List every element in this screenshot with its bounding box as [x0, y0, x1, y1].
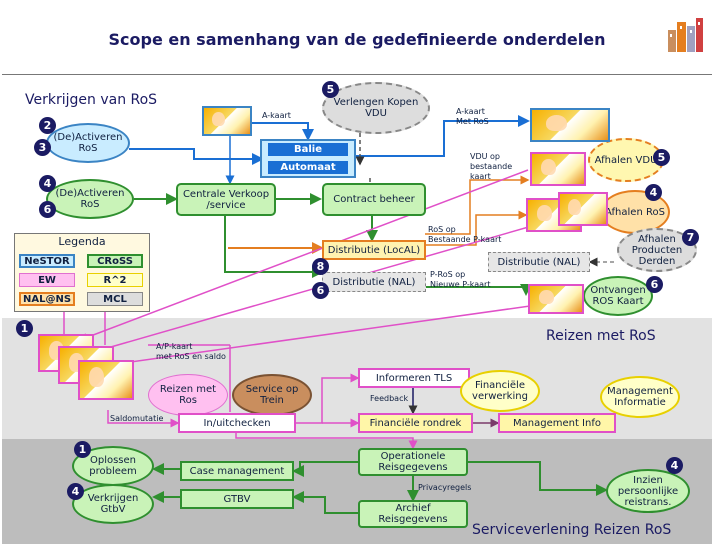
label-ros-op-2: Bestaande P-kaart: [428, 235, 502, 244]
node-distributie-nal-2: Distributie (NAL): [488, 252, 590, 272]
page-title: Scope en samenhang van de gedefinieerde …: [108, 30, 606, 49]
node-verkrijgen-gtbv: Verkrijgen GtbV: [72, 484, 154, 524]
node-verlengen: Verlengen Kopen VDU: [322, 82, 430, 134]
photo-akaart-ros: [530, 108, 610, 142]
badge-3: 3: [34, 139, 51, 156]
label-akaart: A-kaart: [262, 111, 291, 120]
node-distributie-local: Distributie (LocAL): [322, 240, 426, 260]
legend: Legenda NeSTOR CRoSS EW R^2 NAL@NS MCL: [14, 233, 150, 312]
city-logo-icon: [668, 18, 703, 52]
node-contract-beheer: Contract beheer: [322, 183, 426, 216]
badge-5-afhalen-vdu: 5: [653, 149, 670, 166]
node-financiele-verwerking: Financiële verwerking: [460, 370, 540, 412]
section-verkrijgen: Verkrijgen van RoS: [25, 92, 158, 108]
label-feedback: Feedback: [370, 394, 409, 403]
node-case-management: Case management: [180, 461, 294, 481]
badge-1-reizen: 1: [16, 320, 33, 337]
balie-label: Balie: [268, 143, 348, 156]
node-financiele-rondrek: Financiële rondrek: [358, 413, 473, 433]
badge-6-ontvangen: 6: [646, 276, 663, 293]
legend-item-cross: CRoSS: [87, 254, 143, 268]
badge-6-dist: 6: [312, 282, 329, 299]
photo-vdu: [530, 152, 586, 186]
node-activeren-1: (De)Activeren RoS: [46, 123, 130, 163]
node-management-informatie: Management Informatie: [600, 376, 680, 418]
node-archief-reisgegevens: Archief Reisgegevens: [358, 500, 468, 528]
label-pros-2: Nieuwe P-kaart: [430, 280, 491, 289]
photo-ontvangen: [528, 284, 584, 314]
node-gtbv: GTBV: [180, 489, 294, 509]
node-service-op-trein: Service op Trein: [232, 374, 312, 416]
badge-4-inzien: 4: [666, 457, 683, 474]
badge-1-service: 1: [74, 441, 91, 458]
photo-akaart-1: [202, 106, 252, 136]
label-vdu-2: bestaande: [470, 162, 513, 171]
node-management-info: Management Info: [498, 413, 616, 433]
top-divider: [2, 74, 712, 75]
node-afhalen-vdu: Afhalen VDU: [588, 138, 664, 182]
legend-item-mcl: MCL: [87, 292, 143, 306]
label-vdu-1: VDU op: [470, 152, 501, 161]
node-informeren-tls: Informeren TLS: [358, 368, 470, 388]
node-in-uitchecken: In/uitchecken: [178, 413, 296, 433]
label-vdu-3: kaart: [470, 172, 491, 181]
badge-2: 2: [39, 117, 56, 134]
badge-7: 7: [682, 229, 699, 246]
photo-apkaart-3: [78, 360, 134, 400]
label-akaart-ros-2: Met RoS: [456, 117, 489, 126]
node-reizen-met-ros: Reizen met Ros: [148, 374, 228, 416]
legend-title: Legenda: [58, 235, 106, 248]
section-reizen: Reizen met RoS: [546, 328, 656, 344]
label-apkaart-1: A/P-kaart: [156, 342, 193, 351]
badge-5-verlengen: 5: [322, 81, 339, 98]
badge-6: 6: [39, 201, 56, 218]
node-centrale-verkoop: Centrale Verkoop /service: [176, 183, 276, 216]
node-activeren-2: (De)Activeren RoS: [46, 179, 134, 219]
node-balie-automaat: Balie Automaat: [260, 139, 356, 178]
section-service: Serviceverlening Reizen RoS: [472, 522, 672, 538]
legend-item-ew: EW: [19, 273, 75, 287]
label-ros-op-1: RoS op: [428, 225, 456, 234]
label-akaart-ros-1: A-kaart: [456, 107, 485, 116]
legend-item-r2: R^2: [87, 273, 143, 287]
badge-8: 8: [312, 258, 329, 275]
node-distributie-nal-1: Distributie (NAL): [322, 272, 426, 292]
label-saldomutatie: Saldomutatie: [110, 414, 164, 423]
badge-4-gtbv: 4: [67, 483, 84, 500]
photo-ros-2: [558, 192, 608, 226]
label-apkaart-2: met RoS en saldo: [156, 352, 226, 361]
label-privacyregels: Privacyregels: [418, 483, 472, 492]
label-pros-1: P-RoS op: [430, 270, 466, 279]
badge-4-afhalen-ros: 4: [645, 184, 662, 201]
legend-item-nestor: NeSTOR: [19, 254, 75, 268]
node-ontvangen-ros: Ontvangen ROS Kaart: [583, 276, 653, 316]
node-operationele-reisgegevens: Operationele Reisgegevens: [358, 448, 468, 476]
automaat-label: Automaat: [268, 161, 348, 174]
badge-4: 4: [39, 175, 56, 192]
node-inzien-reistrans: Inzien persoonlijke reistrans.: [606, 469, 690, 513]
legend-item-nalns: NAL@NS: [19, 292, 75, 306]
